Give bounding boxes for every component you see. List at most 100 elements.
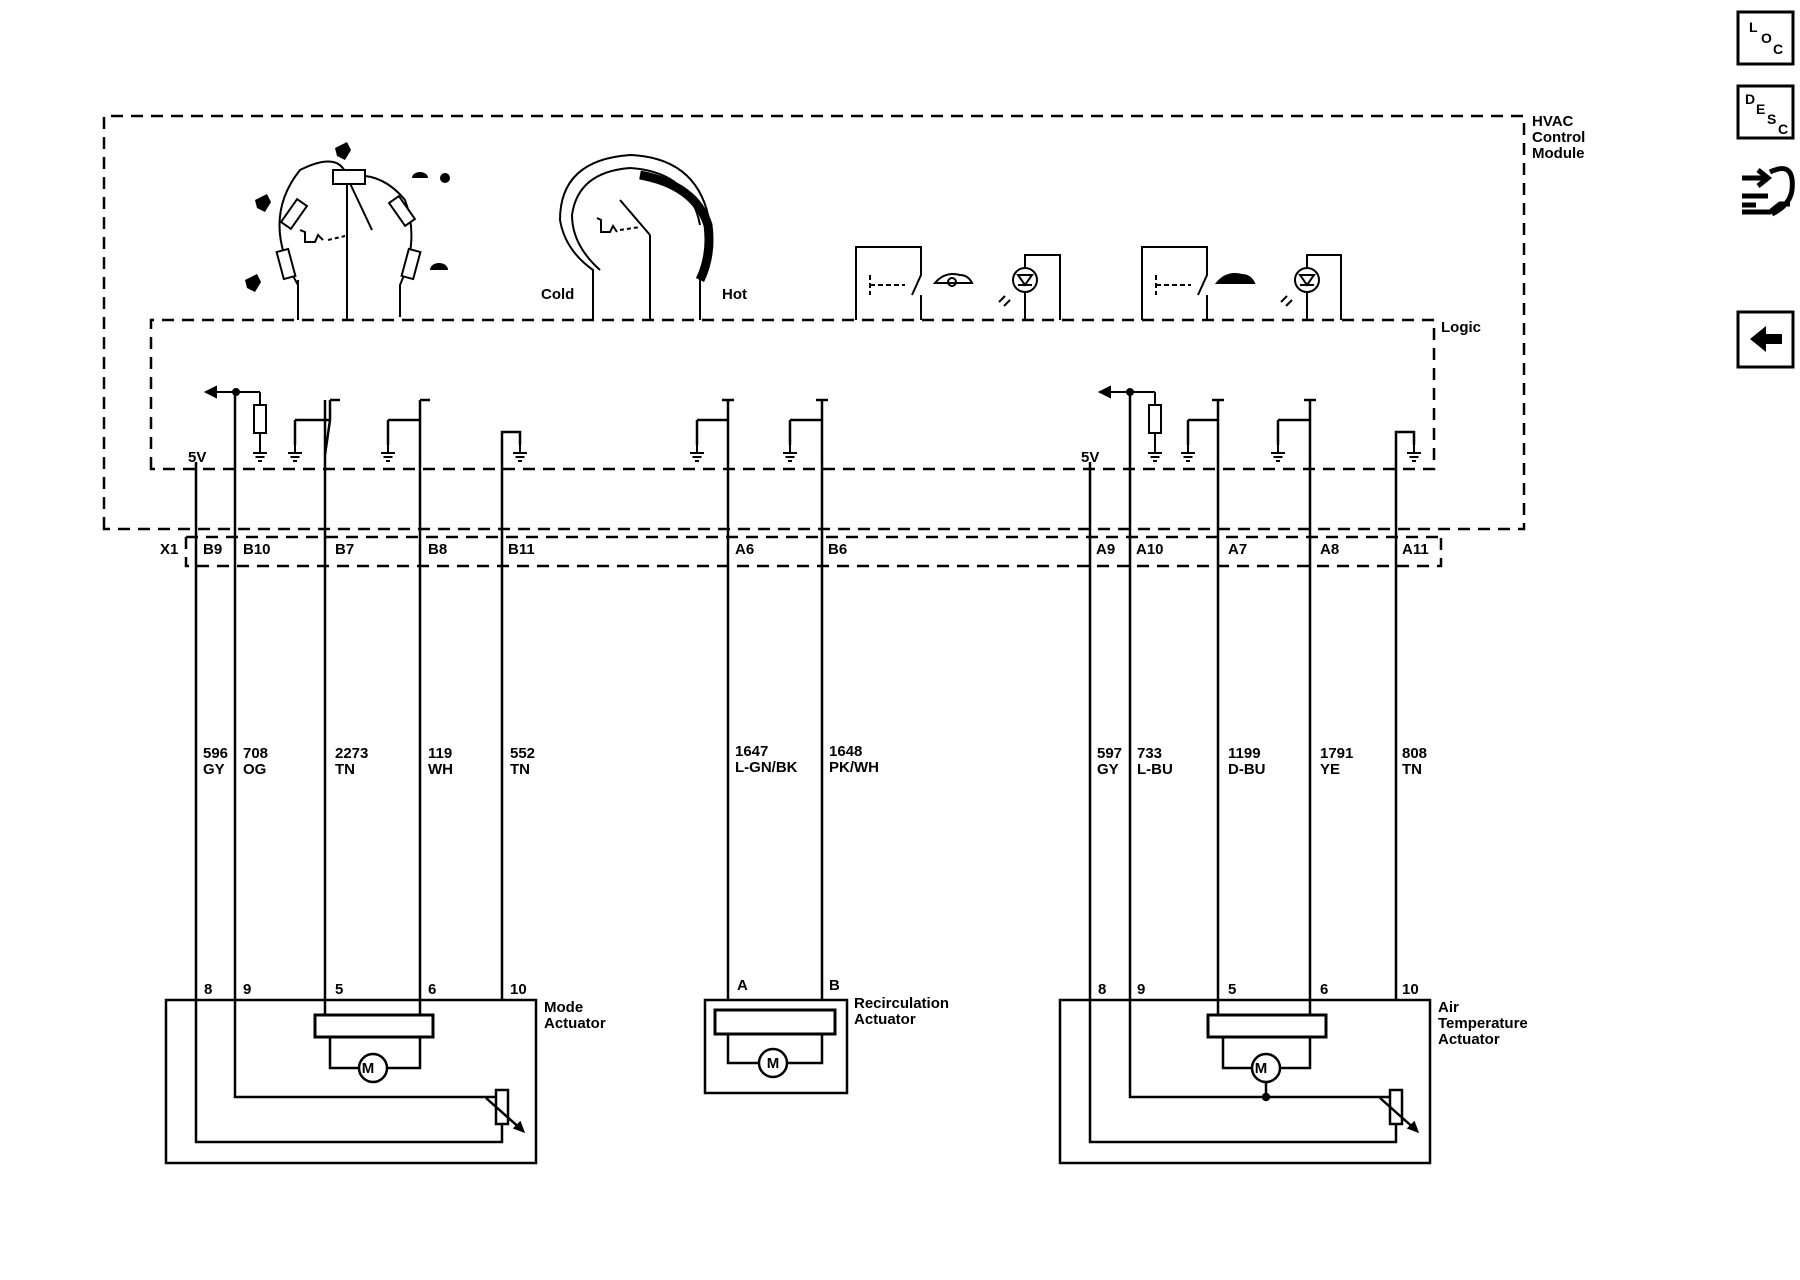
pin-a6: A6 — [735, 541, 754, 558]
mode-pin-9: 9 — [243, 981, 251, 998]
pin-a8: A8 — [1320, 541, 1339, 558]
wire-733-color: L-BU — [1137, 761, 1173, 778]
connector-pin-labels: B9 B10 B7 B8 B11 A6 B6 A9 A10 A7 A8 A11 — [203, 541, 1429, 558]
outside-air-switch — [1141, 246, 1208, 320]
pin-b8: B8 — [428, 541, 447, 558]
wire-119-color: WH — [428, 761, 453, 778]
wire-552-circuit: 552 — [510, 745, 535, 762]
desc-letter-c: C — [1778, 121, 1788, 137]
mode-pin-8: 8 — [204, 981, 212, 998]
airtemp-ground-a11 — [1394, 430, 1416, 530]
wire-2273-circuit: 2273 — [335, 745, 368, 762]
recirc-switch-b6 — [788, 398, 828, 455]
module-name-line-2: Control — [1532, 129, 1585, 146]
wire-733-circuit: 733 — [1137, 745, 1162, 762]
airtemp-actuator-name-3: Actuator — [1438, 1031, 1500, 1048]
wire-2273-color: TN — [335, 761, 355, 778]
temperature-knob — [558, 153, 714, 320]
airtemp-actuator-name-2: Temperature — [1438, 1015, 1528, 1032]
cold-label: Cold — [541, 286, 574, 303]
wire-1199-color: D-BU — [1228, 761, 1266, 778]
mode-actuator-name-2: Actuator — [544, 1015, 606, 1032]
mode-switch-b7 — [293, 398, 340, 456]
airtemp-5v-reference-arrow — [1097, 385, 1155, 399]
hot-label: Hot — [722, 286, 747, 303]
connector-label: X1 — [160, 541, 178, 558]
wire-808-circuit: 808 — [1402, 745, 1427, 762]
pin-b7: B7 — [335, 541, 354, 558]
module-name-line-1: HVAC — [1532, 113, 1574, 130]
desc-letter-s: S — [1767, 111, 1776, 127]
loc-button[interactable]: L O C — [1736, 10, 1795, 66]
pin-a10: A10 — [1136, 541, 1164, 558]
wire-596-circuit: 596 — [203, 745, 228, 762]
five-volt-left-label: 5V — [188, 449, 206, 466]
hvac-control-module-boundary — [102, 114, 1526, 568]
outside-air-mode-icon — [1214, 273, 1256, 284]
recirculation-actuator — [703, 998, 849, 1095]
wire-1648-color: PK/WH — [829, 759, 879, 776]
wire-708-color: OG — [243, 761, 266, 778]
pin-a7: A7 — [1228, 541, 1247, 558]
loc-letter-l: L — [1749, 19, 1758, 35]
wire-597-circuit: 597 — [1097, 745, 1122, 762]
loc-letter-c: C — [1773, 41, 1783, 57]
recirc-actuator-name-2: Actuator — [854, 1011, 916, 1028]
airtemp-motor-label: M — [1255, 1060, 1268, 1077]
mode-5v-reference-arrow — [203, 385, 260, 399]
wire-1648-circuit: 1648 — [829, 743, 862, 760]
desc-letter-d: D — [1745, 91, 1755, 107]
mode-motor-label: M — [362, 1060, 375, 1077]
pin-b11: B11 — [508, 541, 535, 558]
mode-switch-b8 — [386, 398, 430, 455]
airflow-mode-icons — [245, 142, 450, 292]
recirc-mode-icon — [932, 273, 974, 287]
airtemp-pin-8: 8 — [1098, 981, 1106, 998]
outside-air-indicator-led — [1280, 254, 1342, 320]
recirc-actuator-name-1: Recirculation — [854, 995, 949, 1012]
wire-708-circuit: 708 — [243, 745, 268, 762]
recirc-indicator-led — [998, 254, 1061, 320]
desc-letter-e: E — [1756, 101, 1765, 117]
airtemp-pullup-resistor — [1148, 392, 1162, 445]
recirc-switch-a6 — [695, 398, 734, 455]
airtemp-pin-5: 5 — [1228, 981, 1236, 998]
connector-icon[interactable] — [1742, 166, 1795, 217]
wire-labels: 596 GY 708 OG 2273 TN 119 WH 552 TN 1647… — [203, 743, 1427, 778]
mode-pin-10: 10 — [510, 981, 527, 998]
back-button[interactable] — [1736, 310, 1795, 369]
airtemp-pin-9: 9 — [1137, 981, 1145, 998]
pin-b9: B9 — [203, 541, 222, 558]
mode-selector-knob — [275, 160, 422, 320]
airtemp-switch-a7 — [1186, 398, 1224, 455]
pin-b10: B10 — [243, 541, 271, 558]
airtemp-pin-10: 10 — [1402, 981, 1419, 998]
airtemp-pin-6: 6 — [1320, 981, 1328, 998]
mode-pin-6: 6 — [428, 981, 436, 998]
wire-1199-circuit: 1199 — [1228, 745, 1261, 762]
pin-a9: A9 — [1096, 541, 1115, 558]
recirc-motor-label: M — [767, 1055, 780, 1072]
wire-1791-circuit: 1791 — [1320, 745, 1353, 762]
airtemp-actuator-name-1: Air — [1438, 999, 1459, 1016]
pin-b6: B6 — [828, 541, 847, 558]
recirc-pin-a: A — [737, 977, 748, 994]
wire-1791-color: YE — [1320, 761, 1340, 778]
loc-letter-o: O — [1761, 30, 1772, 46]
wire-1647-circuit: 1647 — [735, 743, 768, 760]
wire-119-circuit: 119 — [428, 745, 452, 762]
wire-1647-color: L-GN/BK — [735, 759, 798, 776]
module-name-line-3: Module — [1532, 145, 1585, 162]
wire-597-color: GY — [1097, 761, 1119, 778]
five-volt-right-label: 5V — [1081, 449, 1099, 466]
logic-label: Logic — [1441, 319, 1481, 336]
mode-ground-b11 — [500, 430, 522, 530]
back-arrow-icon — [1750, 326, 1782, 352]
mode-actuator-name-1: Mode — [544, 999, 583, 1016]
harness-wires — [194, 392, 1398, 1015]
mode-actuator — [164, 998, 538, 1165]
desc-button[interactable]: D E S C — [1736, 84, 1795, 140]
mode-pullup-resistor — [253, 392, 267, 445]
recirc-pin-b: B — [829, 977, 840, 994]
